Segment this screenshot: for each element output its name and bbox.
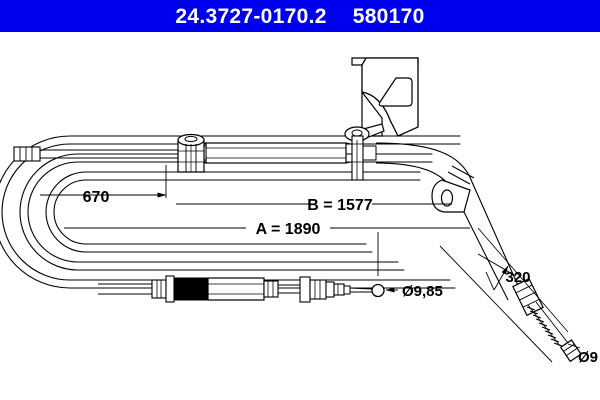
cable-loop-mid-edge-b (27, 161, 433, 263)
dim-label-diameter-9: Ø9 (578, 349, 598, 366)
dimension-lines (40, 165, 581, 363)
technical-drawing-svg: 670 B = 1577 A = 1890 320 Ø9,85 Ø9 (0, 57, 598, 366)
part-number-label: 24.3727-0170.2 (175, 4, 327, 28)
right-bend-cable (375, 142, 521, 301)
main-cable-body (185, 142, 377, 164)
dim-label-a: A = 1890 (256, 221, 321, 238)
cable-loop-inner-edge-a (45, 171, 421, 253)
cable-grommet (177, 133, 205, 173)
reference-number-label: 580170 (352, 4, 425, 28)
cable-loop-inner-edge-b (53, 179, 421, 245)
mounting-bracket (344, 57, 419, 181)
drawing-area: 670 B = 1577 A = 1890 320 Ø9,85 Ø9 (0, 32, 600, 400)
dim-label-670: 670 (83, 189, 110, 206)
cable-outlines (0, 135, 461, 289)
dim-label-320: 320 (505, 269, 530, 286)
right-end-assembly (512, 277, 582, 363)
dim-label-diameter-985: Ø9,85 (402, 283, 443, 300)
dimension-labels: 670 B = 1577 A = 1890 320 Ø9,85 Ø9 (83, 189, 598, 366)
cable-loop-outer-edge-a (0, 135, 461, 289)
header-banner: 24.3727-0170.2 580170 (0, 0, 600, 32)
upper-left-ferrule (13, 146, 41, 162)
dim-label-b: B = 1577 (307, 197, 372, 214)
cable-loop-outer-edge-b (1, 143, 461, 281)
spring-coils (526, 301, 569, 347)
lower-cable-assembly (98, 275, 385, 303)
ball-nipple (371, 283, 385, 298)
upper-cable-sheath (39, 149, 179, 159)
